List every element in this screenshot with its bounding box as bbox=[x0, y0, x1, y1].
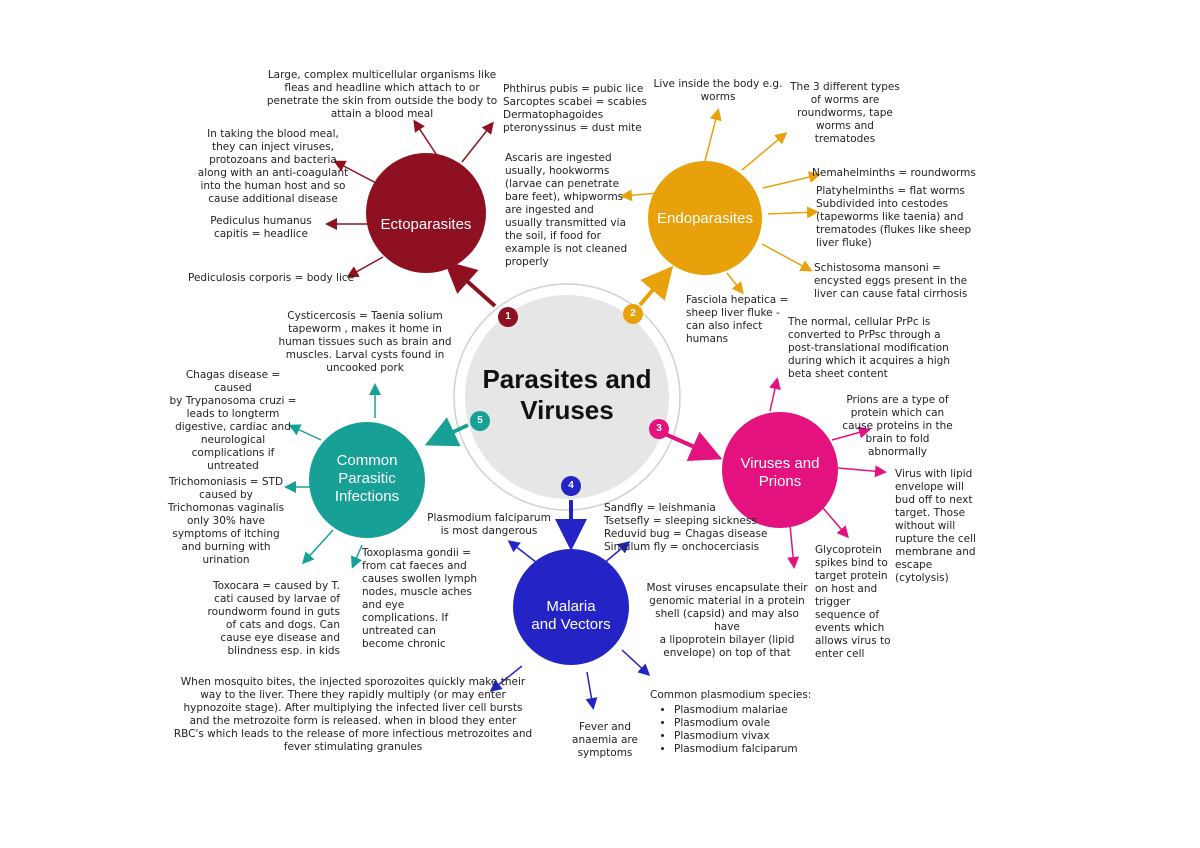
center-circle bbox=[465, 295, 669, 499]
node-ectoparasites bbox=[366, 153, 486, 273]
arrow-ecto-large bbox=[413, 119, 441, 161]
arrow-ecto-phthirus bbox=[461, 121, 494, 163]
arrow-virus-capsid bbox=[787, 524, 800, 569]
malaria-species-list: Plasmodium malariae Plasmodium ovale Pla… bbox=[650, 704, 830, 756]
arrow-malaria-species bbox=[621, 649, 651, 677]
node-label-viruses: Viruses and Prions bbox=[740, 455, 820, 490]
malaria-note-fever: Fever and anaemia are symptoms bbox=[572, 721, 638, 759]
ecto-note-large: Large, complex multicellular organisms l… bbox=[266, 69, 498, 120]
ecto-note-phthirus: Phthirus pubis = pubic lice Sarcoptes sc… bbox=[503, 83, 647, 134]
badge-2 bbox=[623, 304, 643, 324]
arrow-common-chagas bbox=[288, 424, 322, 441]
ecto-note-pediculosis: Pediculosis corporis = body lice bbox=[188, 272, 355, 284]
node-label-endoparasites: Endoparasites bbox=[657, 210, 753, 227]
malaria-species-block: Common plasmodium species: Plasmodium ma… bbox=[650, 689, 830, 756]
arrow-malaria-vectors bbox=[602, 541, 631, 565]
arrow-ecto-bloodmeal bbox=[333, 160, 379, 185]
ecto-note-bloodmeal: In taking the blood meal, they can injec… bbox=[197, 128, 349, 205]
malaria-species-title: Common plasmodium species: bbox=[650, 689, 812, 701]
arrow-malaria-fever bbox=[585, 671, 598, 710]
common-note-toxoplasma: Toxoplasma gondii = from cat faeces and … bbox=[362, 547, 478, 650]
arrow-endo-ascaris bbox=[620, 189, 659, 202]
connector-endo bbox=[638, 265, 674, 307]
virus-note-glyco: Glycoprotein spikes bind to target prote… bbox=[815, 544, 891, 660]
node-label-common: Common Parasitic Infections bbox=[334, 452, 400, 505]
endo-note-schisto: Schistosoma mansoni = encysted eggs pres… bbox=[814, 262, 968, 300]
endo-note-live: Live inside the body e.g. worms bbox=[653, 78, 783, 103]
endo-note-platy: Platyhelminths = flat worms Subdivided i… bbox=[816, 185, 972, 249]
center-outer-ring bbox=[453, 283, 681, 511]
malaria-note-mosquito: When mosquito bites, the injected sporoz… bbox=[173, 676, 533, 753]
endo-note-types: The 3 different types of worms are round… bbox=[790, 81, 900, 145]
malaria-note-falciparum: Plasmodium falciparum is most dangerous bbox=[427, 512, 551, 537]
node-viruses bbox=[722, 412, 838, 528]
badge-3 bbox=[649, 419, 669, 439]
common-note-cysticercosis: Cysticercosis = Taenia solium tapeworm ,… bbox=[278, 310, 452, 374]
arrow-endo-schisto bbox=[761, 243, 813, 272]
endo-note-nema: Nemahelminths = roundworms bbox=[812, 167, 976, 179]
badge-4-number: 4 bbox=[568, 480, 574, 491]
virus-note-capsid: Most viruses encapsulate their genomic m… bbox=[646, 582, 808, 659]
badge-4 bbox=[561, 476, 581, 496]
list-item: Plasmodium malariae bbox=[674, 704, 830, 717]
node-common bbox=[309, 422, 425, 538]
center-title: Parasites and Viruses bbox=[482, 364, 652, 425]
badge-1-number: 1 bbox=[505, 311, 511, 322]
badge-5 bbox=[470, 411, 490, 431]
arrow-endo-types bbox=[741, 132, 788, 171]
connector-ecto bbox=[444, 260, 497, 308]
ecto-note-pediculus: Pediculus humanus capitis = headlice bbox=[210, 215, 312, 240]
arrow-endo-live bbox=[704, 108, 722, 162]
badge-2-number: 2 bbox=[630, 308, 636, 319]
arrow-endo-nema bbox=[762, 171, 821, 189]
arrow-malaria-mosquito bbox=[489, 665, 523, 692]
arrow-endo-fasciola bbox=[726, 272, 744, 295]
arrow-common-toxocara bbox=[301, 529, 334, 565]
badge-3-number: 3 bbox=[656, 423, 662, 434]
arrow-virus-lipid bbox=[837, 465, 887, 478]
common-note-trich: Trichomoniasis = STD caused by Trichomon… bbox=[167, 476, 285, 566]
arrow-virus-prions bbox=[831, 426, 871, 441]
node-malaria bbox=[513, 549, 629, 665]
endo-note-fasciola: Fasciola hepatica = sheep liver fluke - … bbox=[686, 294, 789, 345]
arrow-endo-platy bbox=[767, 206, 819, 219]
virus-note-prp: The normal, cellular PrPc is converted t… bbox=[788, 316, 950, 380]
list-item: Plasmodium falciparum bbox=[674, 743, 830, 756]
node-label-ectoparasites: Ectoparasites bbox=[380, 216, 472, 233]
endo-note-ascaris: Ascaris are ingested usually, hookworms … bbox=[505, 152, 628, 268]
arrow-virus-prp bbox=[769, 377, 781, 412]
connector-viruses bbox=[664, 431, 723, 461]
common-note-chagas: Chagas disease = caused by Trypanosoma c… bbox=[169, 369, 297, 472]
node-label-malaria: Malaria and Vectors bbox=[531, 598, 611, 633]
arrow-ecto-pediculosis bbox=[346, 256, 384, 278]
node-endoparasites bbox=[648, 161, 762, 275]
list-item: Plasmodium vivax bbox=[674, 730, 830, 743]
badge-1 bbox=[498, 307, 518, 327]
common-note-toxocara: Toxocara = caused by T. cati caused by l… bbox=[207, 580, 340, 657]
badge-5-number: 5 bbox=[477, 415, 483, 426]
list-item: Plasmodium ovale bbox=[674, 717, 830, 730]
connector-common bbox=[424, 417, 469, 447]
virus-note-lipid: Virus with lipid envelope will bud off t… bbox=[895, 468, 976, 584]
malaria-note-vectors: Sandfly = leishmania Tsetsefly = sleepin… bbox=[604, 502, 768, 553]
virus-note-prions: Prions are a type of protein which can c… bbox=[842, 394, 953, 458]
arrow-common-toxoplasma bbox=[351, 544, 363, 569]
arrow-virus-glyco bbox=[822, 507, 849, 539]
